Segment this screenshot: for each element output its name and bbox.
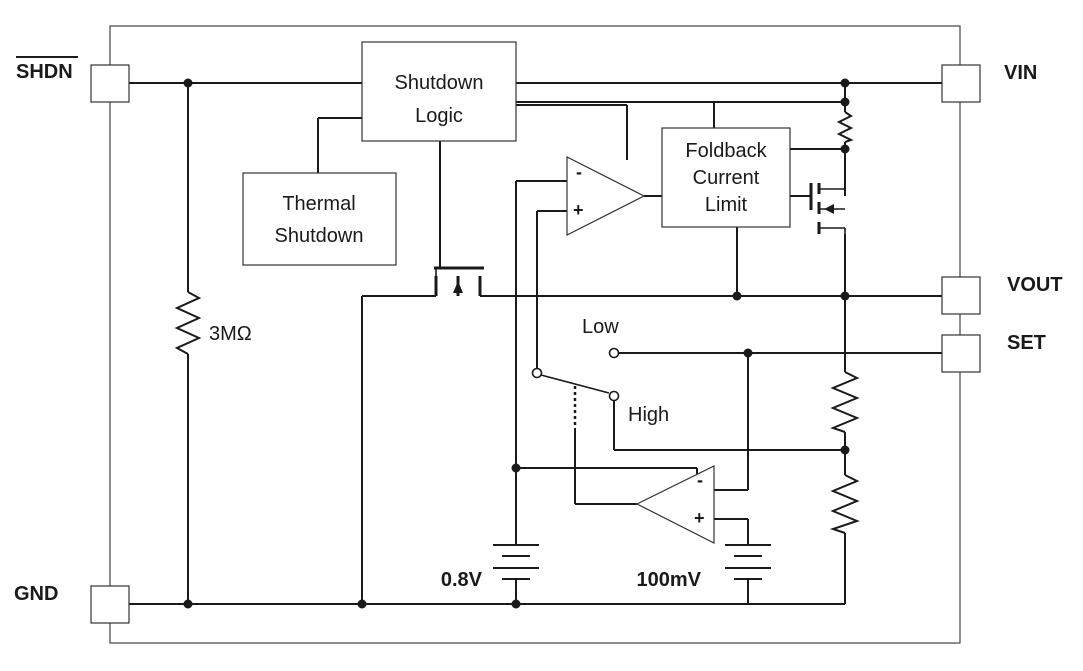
- vout-pin-pad: [941, 276, 981, 315]
- junction-dots: [183, 78, 850, 609]
- thermal-shutdown-line2: Shutdown: [275, 225, 364, 247]
- shutdown-logic-line2: Logic: [415, 105, 463, 127]
- mode-switch: [531, 347, 620, 428]
- shutdown-fet: [434, 266, 484, 296]
- shdn-pin-label: SHDN: [16, 61, 73, 83]
- error-amplifier: - +: [566, 156, 646, 236]
- foldback-line2: Current: [693, 167, 760, 189]
- comparator-minus-sign: -: [697, 470, 703, 490]
- ref-100mv-label: 100mV: [637, 569, 702, 591]
- foldback-line3: Limit: [705, 194, 748, 216]
- thermal-shutdown-block: [242, 172, 397, 266]
- ref-100mv-battery: [725, 544, 771, 580]
- switch-low-contact: [608, 347, 620, 359]
- set-pin-pad: [941, 334, 981, 373]
- pulldown-resistor: [174, 291, 202, 355]
- error-amp-plus-sign: +: [573, 200, 584, 220]
- shdn-pin-pad: [90, 64, 130, 103]
- ref-0v8-label: 0.8V: [441, 569, 483, 591]
- pass-fet: [809, 183, 846, 234]
- foldback-current-limit-block: [661, 127, 791, 228]
- switch-low-label: Low: [582, 316, 619, 338]
- switch-high-contact: [608, 390, 620, 402]
- error-amp-minus-sign: -: [576, 162, 582, 182]
- comparator-plus-sign: +: [694, 508, 705, 528]
- feedback-resistor-top: [830, 371, 860, 433]
- vin-pin-pad: [941, 64, 981, 103]
- vout-pin-label: VOUT: [1007, 274, 1063, 296]
- pulldown-resistor-label: 3MΩ: [209, 323, 252, 345]
- gnd-pin-pad: [90, 585, 130, 624]
- foldback-line1: Foldback: [685, 140, 767, 162]
- vin-pin-label: VIN: [1004, 62, 1037, 84]
- shutdown-logic-block: [361, 41, 517, 142]
- shutdown-logic-line1: Shutdown: [395, 72, 484, 94]
- switch-common-contact: [531, 367, 543, 379]
- thermal-shutdown-line1: Thermal: [282, 193, 355, 215]
- set-pin-label: SET: [1007, 332, 1046, 354]
- switch-high-label: High: [628, 404, 669, 426]
- gnd-pin-label: GND: [14, 583, 58, 605]
- wiring: [129, 82, 942, 605]
- sense-resistor: [836, 111, 854, 143]
- ref-0v8-battery: [493, 544, 539, 580]
- feedback-resistor-bottom: [829, 474, 860, 534]
- comparator-amplifier: - +: [635, 465, 715, 544]
